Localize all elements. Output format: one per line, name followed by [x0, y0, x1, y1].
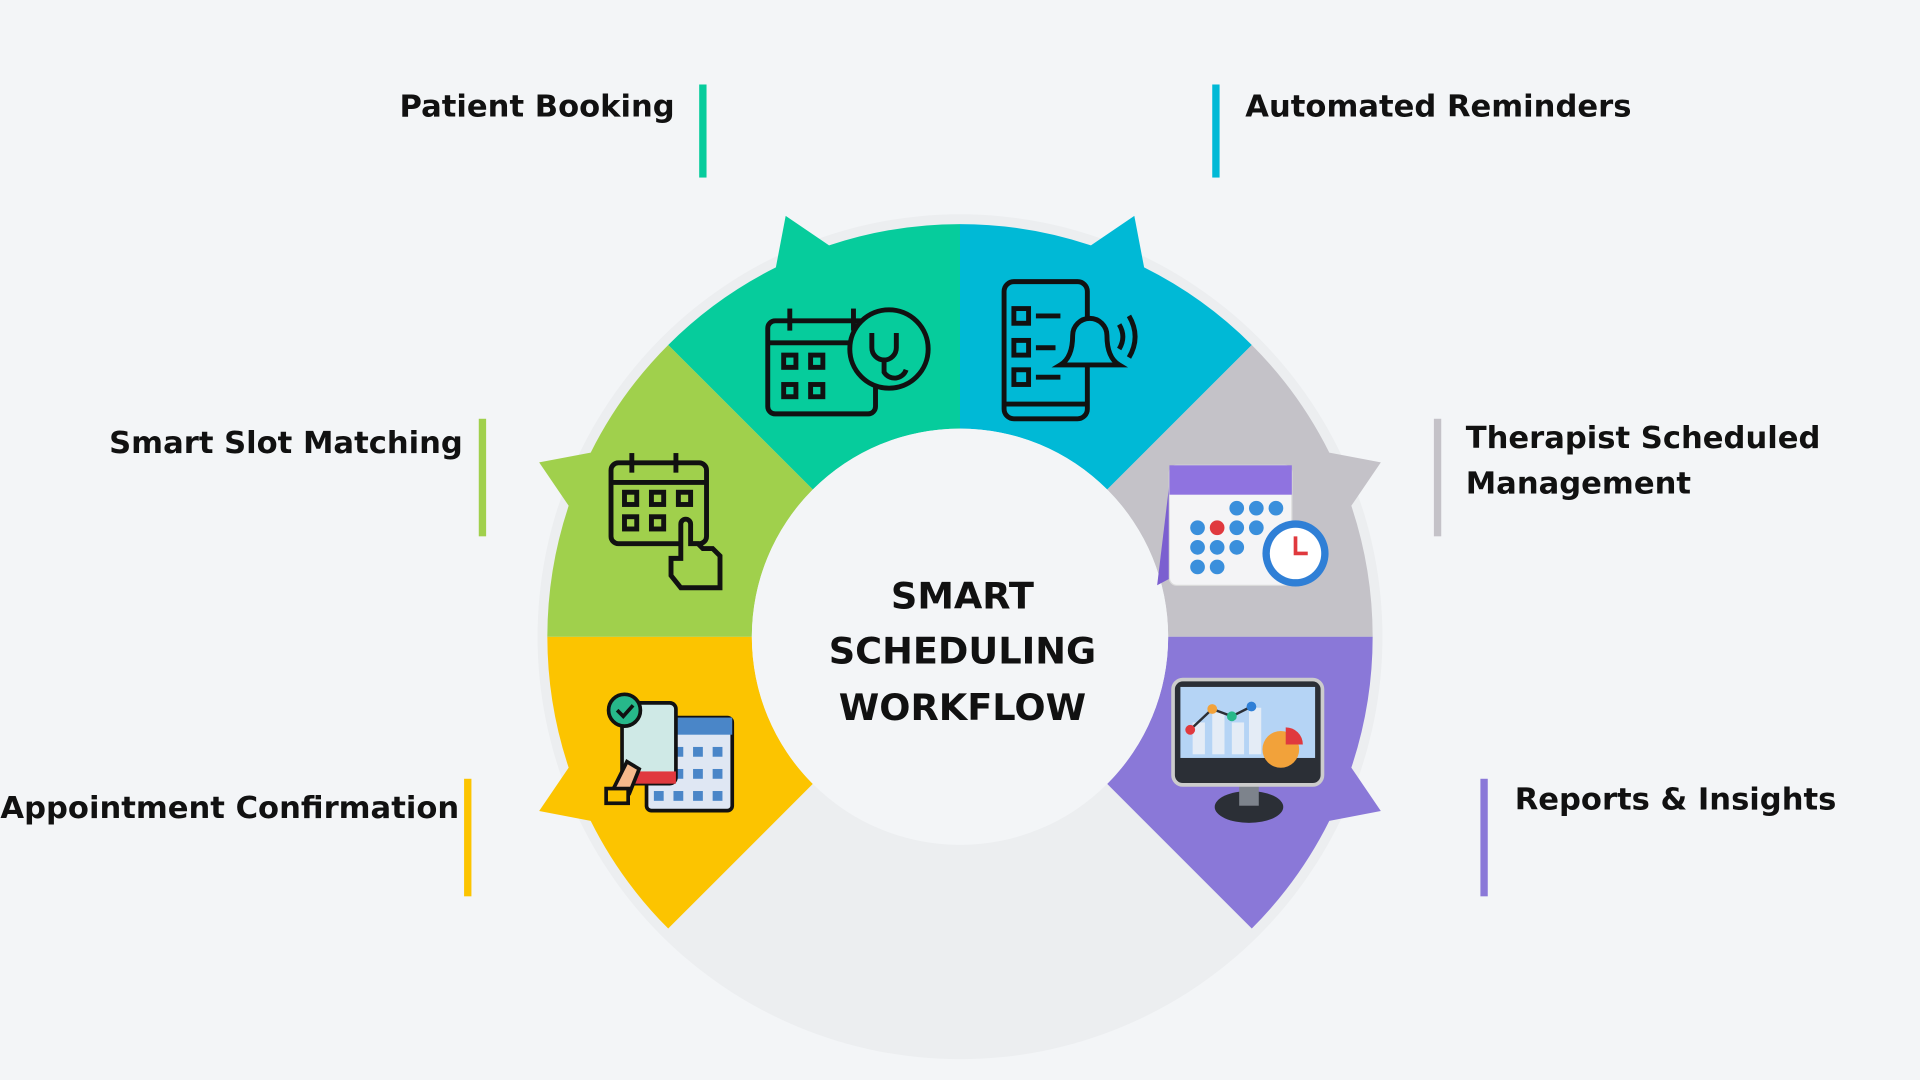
label-therapist-line2: Management [1466, 466, 1691, 501]
calendar-tap-icon [608, 453, 723, 591]
title-line-1: SMART [891, 575, 1034, 618]
center-disc [751, 428, 1169, 845]
phone-calendar-check-icon [604, 692, 735, 813]
label-patient-booking: Patient Booking [400, 89, 675, 124]
label-appointment-confirmation: Appointment Confirmation [0, 791, 459, 826]
accent-bar-reports [1480, 778, 1488, 897]
accent-bar-therapist [1433, 418, 1442, 537]
calendar-clock-icon [1157, 464, 1329, 587]
label-therapist-line1: Therapist Scheduled [1466, 421, 1821, 456]
monitor-chart-icon [1171, 677, 1325, 823]
phone-bell-icon [1001, 279, 1138, 422]
accent-bar-patient-booking [699, 84, 707, 178]
title-line-2: SCHEDULING [829, 630, 1096, 673]
accent-bar-appointment [464, 778, 472, 897]
center-title: SMART SCHEDULING WORKFLOW [829, 575, 1096, 729]
accent-bar-automated-reminders [1212, 84, 1220, 178]
calendar-stethoscope-icon [765, 307, 931, 417]
label-automated-reminders: Automated Reminders [1245, 89, 1631, 124]
accent-bar-smart-slot [478, 418, 487, 537]
label-smart-slot-matching: Smart Slot Matching [109, 426, 463, 461]
title-line-3: WORKFLOW [839, 686, 1086, 729]
label-reports-insights: Reports & Insights [1515, 782, 1837, 817]
